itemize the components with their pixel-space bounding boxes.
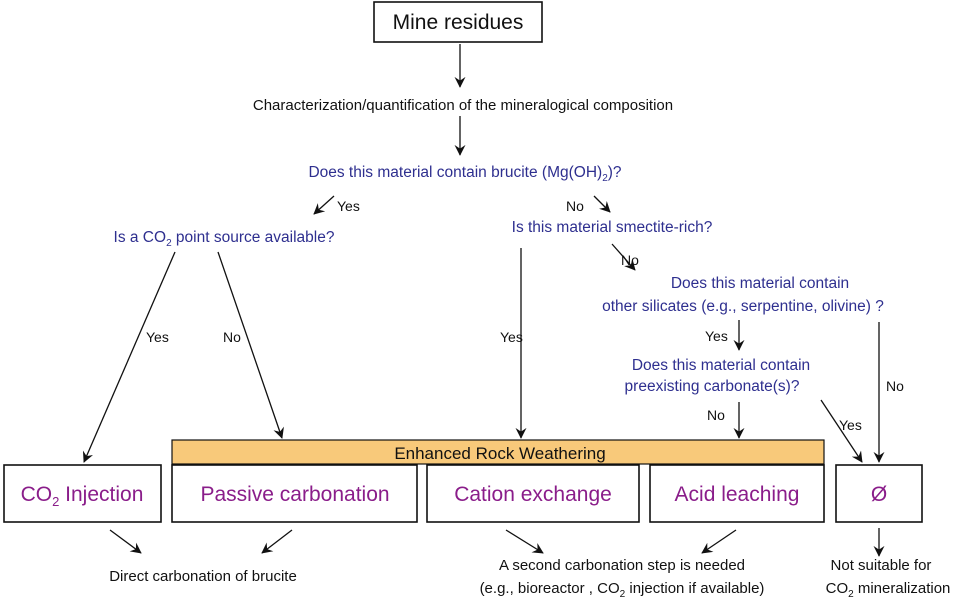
erw-band — [171, 439, 825, 465]
question-silicates-line2: other silicates (e.g., serpentine, olivi… — [602, 298, 884, 315]
box-co2-injection — [3, 464, 162, 523]
note-unsuitable-line2: CO2 mineralization — [826, 580, 951, 600]
arrow-passive-to-direct — [261, 529, 293, 554]
arrow-acid-to-second — [701, 529, 737, 554]
outcome-acid-leaching: Acid leaching — [675, 483, 800, 506]
arrow-brucite-no — [593, 195, 611, 213]
edge-brucite-yes: Yes — [337, 198, 360, 214]
edge-carbonate-no: No — [707, 407, 725, 423]
box-empty-set — [835, 464, 923, 523]
edge-smectite-no: No — [621, 252, 639, 268]
root-box — [373, 1, 543, 43]
edge-smectite-yes: Yes — [500, 329, 523, 345]
question-brucite: Does this material contain brucite (Mg(O… — [308, 164, 621, 184]
question-smectite: Is this material smectite-rich? — [512, 219, 713, 236]
edge-co2-no: No — [223, 329, 241, 345]
question-co2-source: Is a CO2 point source available? — [114, 229, 335, 249]
characterization-step: Characterization/quantification of the m… — [253, 97, 673, 114]
edge-silicates-no: No — [886, 378, 904, 394]
outcome-passive-carbonation: Passive carbonation — [200, 483, 389, 506]
note-direct-carbonation: Direct carbonation of brucite — [109, 568, 297, 585]
box-passive-carbonation — [171, 464, 418, 523]
arrow-co2-to-direct — [109, 529, 142, 554]
arrow-brucite-yes — [313, 195, 335, 215]
outcome-cation-exchange: Cation exchange — [454, 483, 612, 506]
question-silicates-line1: Does this material contain — [671, 275, 849, 292]
outcome-co2-injection: CO2 Injection — [21, 483, 144, 509]
arrow-cation-to-second — [505, 529, 544, 554]
erw-label: Enhanced Rock Weathering — [394, 444, 605, 463]
arrow-smectite-no — [611, 243, 636, 271]
arrow-carbonate-yes — [820, 399, 863, 463]
box-acid-leaching — [649, 464, 825, 523]
edge-brucite-no: No — [566, 198, 584, 214]
edge-co2-yes: Yes — [146, 329, 169, 345]
note-second-step-line1: A second carbonation step is needed — [499, 557, 745, 574]
box-cation-exchange — [426, 464, 640, 523]
question-carbonate-line1: Does this material contain — [632, 357, 810, 374]
arrow-co2-no — [217, 251, 284, 439]
root-label: Mine residues — [393, 11, 524, 34]
edge-silicates-yes: Yes — [705, 328, 728, 344]
note-second-step-line2: (e.g., bioreactor , CO2 injection if ava… — [480, 580, 765, 600]
note-unsuitable-line1: Not suitable for — [831, 557, 932, 574]
question-carbonate-line2: preexisting carbonate(s)? — [625, 378, 800, 395]
arrow-co2-yes — [82, 251, 176, 463]
outcome-empty-set: Ø — [871, 483, 887, 506]
edge-carbonate-yes: Yes — [839, 417, 862, 433]
